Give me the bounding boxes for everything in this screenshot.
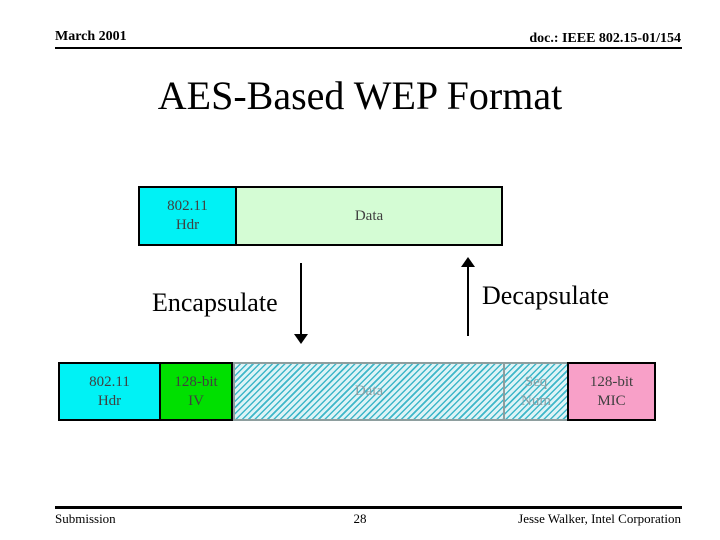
header-rule bbox=[55, 47, 682, 49]
footer-submission-label: Submission bbox=[55, 511, 116, 526]
bottom-data-label: Data bbox=[354, 383, 384, 400]
down-arrow-icon bbox=[300, 263, 302, 335]
decapsulate-label: Decapsulate bbox=[482, 281, 610, 310]
top-data-label: Data bbox=[354, 207, 384, 224]
bottom-iv-label: 128-bit IV bbox=[174, 373, 218, 409]
up-arrowhead-icon bbox=[461, 257, 475, 267]
down-arrowhead-icon bbox=[294, 334, 308, 344]
footer-rule bbox=[55, 506, 682, 509]
encapsulate-label: Encapsulate bbox=[152, 288, 278, 317]
up-arrow-icon bbox=[467, 266, 469, 336]
slide-title: AES-Based WEP Format bbox=[157, 73, 563, 118]
bottom-encrypted-data-cell: Data bbox=[233, 362, 505, 421]
header-date: March 2001 bbox=[55, 29, 127, 44]
bottom-80211-hdr-cell: 802.11 Hdr bbox=[58, 362, 161, 421]
top-data-cell: Data bbox=[237, 188, 501, 244]
bottom-mic-label: 128-bit MIC bbox=[589, 373, 634, 409]
footer-attribution: Jesse Walker, Intel Corporation bbox=[518, 511, 681, 526]
bottom-seq-num-cell: Seq Num bbox=[503, 362, 569, 421]
bottom-seq-num-label: Seq Num bbox=[521, 373, 551, 409]
bottom-80211-hdr-label: 802.11 Hdr bbox=[89, 373, 130, 409]
footer-page-number: 28 bbox=[353, 511, 367, 526]
bottom-iv-cell: 128-bit IV bbox=[159, 362, 233, 421]
plaintext-packet-row: 802.11 Hdr Data bbox=[138, 186, 503, 246]
top-80211-hdr-label: 802.11 Hdr bbox=[167, 198, 208, 233]
bottom-mic-cell: 128-bit MIC bbox=[567, 362, 656, 421]
header-doc-reference: doc.: IEEE 802.15-01/154 bbox=[529, 31, 681, 46]
top-80211-hdr-cell: 802.11 Hdr bbox=[140, 188, 237, 244]
